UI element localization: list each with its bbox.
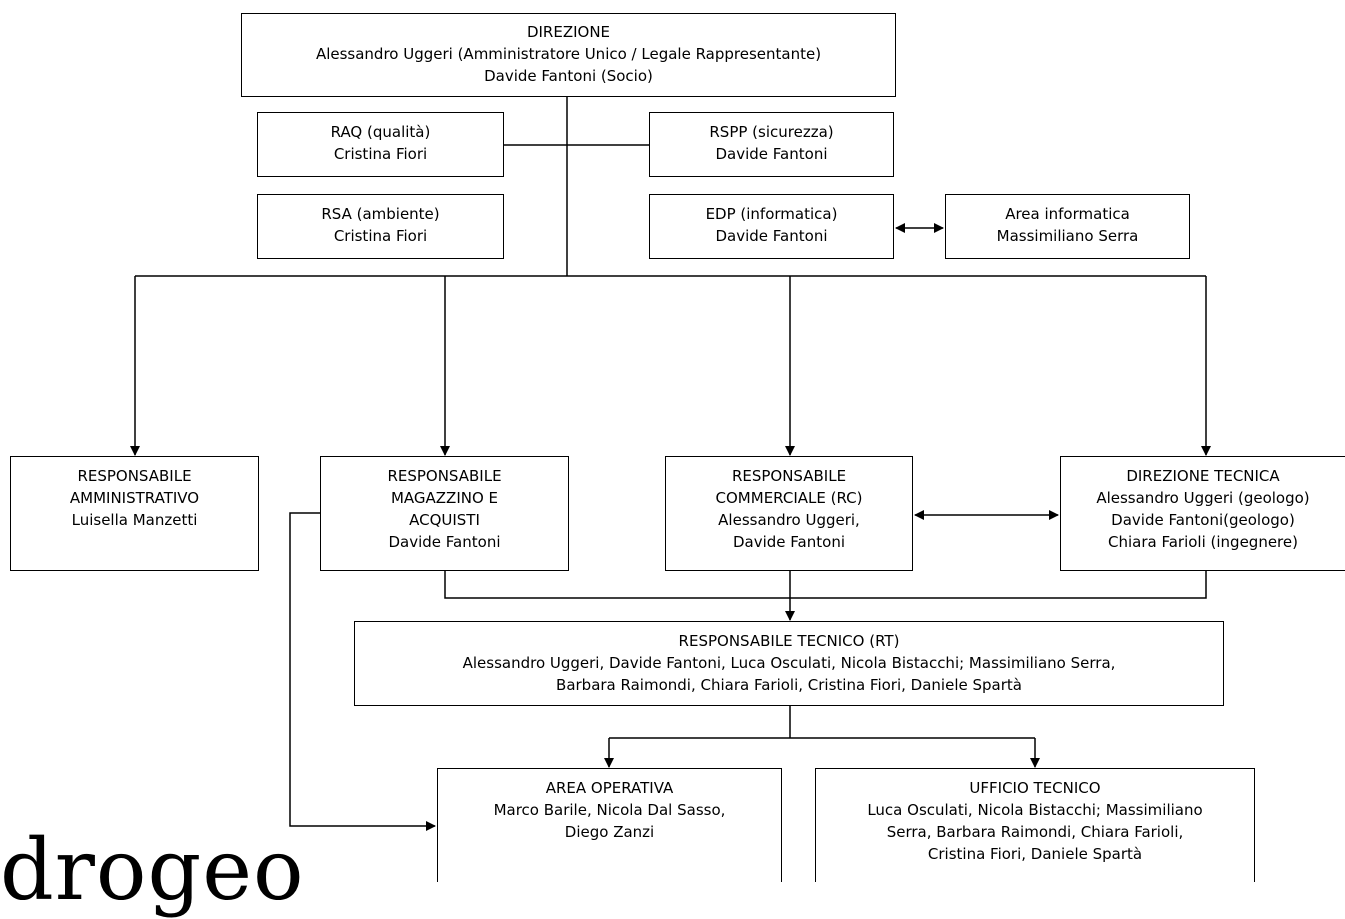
box-person: Alessandro Uggeri (Amministratore Unico … <box>315 45 822 63</box>
box-person: Cristina Fiori <box>333 145 428 163</box>
box-person: Alessandro Uggeri, Davide Fantoni, Luca … <box>462 654 1116 672</box>
box-edp: EDP (informatica) Davide Fantoni <box>649 194 894 259</box>
box-title: COMMERCIALE (RC) <box>715 489 863 507</box>
box-title: RSA (ambiente) <box>321 205 440 223</box>
box-title: DIREZIONE TECNICA <box>1126 467 1280 485</box>
box-title: RSPP (sicurezza) <box>709 123 834 141</box>
box-person: Serra, Barbara Raimondi, Chiara Farioli, <box>886 823 1184 841</box>
box-title: DIREZIONE <box>526 23 611 41</box>
box-person: Diego Zanzi <box>564 823 655 841</box>
box-person: Alessandro Uggeri, <box>718 511 860 529</box>
box-person: Cristina Fiori, Daniele Spartà <box>927 845 1143 863</box>
box-title: RESPONSABILE <box>731 467 847 485</box>
box-ufficio-tecnico: UFFICIO TECNICO Luca Osculati, Nicola Bi… <box>815 768 1255 882</box>
box-person: Davide Fantoni <box>715 227 828 245</box>
box-responsabile-tecnico: RESPONSABILE TECNICO (RT) Alessandro Ugg… <box>354 621 1224 706</box>
box-title: EDP (informatica) <box>705 205 838 223</box>
box-person: Luca Osculati, Nicola Bistacchi; Massimi… <box>867 801 1203 819</box>
box-title: RESPONSABILE <box>77 467 192 485</box>
connector-lines <box>130 97 1211 831</box>
box-title: AREA OPERATIVA <box>545 779 674 797</box>
box-responsabile-magazzino: RESPONSABILE MAGAZZINO E ACQUISTI Davide… <box>320 456 569 571</box>
box-direzione-tecnica: DIREZIONE TECNICA Alessandro Uggeri (geo… <box>1060 456 1345 571</box>
box-rsa: RSA (ambiente) Cristina Fiori <box>257 194 504 259</box>
box-person: Luisella Manzetti <box>71 511 198 529</box>
box-title: UFFICIO TECNICO <box>969 779 1101 797</box>
box-title: Area informatica <box>1005 205 1130 223</box>
box-area-informatica: Area informatica Massimiliano Serra <box>945 194 1190 259</box>
box-person: Davide Fantoni <box>733 533 845 551</box>
box-person: Barbara Raimondi, Chiara Farioli, Cristi… <box>556 676 1022 694</box>
box-person: Alessandro Uggeri (geologo) <box>1096 489 1310 507</box>
box-title: ACQUISTI <box>409 511 480 529</box>
box-person: Davide Fantoni (Socio) <box>484 67 653 85</box>
box-raq: RAQ (qualità) Cristina Fiori <box>257 112 504 177</box>
box-person: Davide Fantoni(geologo) <box>1111 511 1295 529</box>
logo-watermark-text: drogeo <box>0 821 305 919</box>
box-title: RESPONSABILE TECNICO (RT) <box>678 632 900 650</box>
bottom-bus <box>444 571 1207 599</box>
box-responsabile-amministrativo: RESPONSABILE AMMINISTRATIVO Luisella Man… <box>10 456 259 571</box>
box-title: MAGAZZINO E <box>390 489 499 507</box>
magazzino-to-operativa-arrow <box>289 512 436 831</box>
box-person: Marco Barile, Nicola Dal Sasso, <box>493 801 726 819</box>
box-direzione: DIREZIONE Alessandro Uggeri (Amministrat… <box>241 13 896 97</box>
box-person: Davide Fantoni <box>388 533 501 551</box>
box-rspp: RSPP (sicurezza) Davide Fantoni <box>649 112 894 177</box>
box-person: Davide Fantoni <box>715 145 828 163</box>
box-area-operativa: AREA OPERATIVA Marco Barile, Nicola Dal … <box>437 768 782 882</box>
box-title: AMMINISTRATIVO <box>69 489 200 507</box>
box-person: Massimiliano Serra <box>996 227 1139 245</box>
box-person: Chiara Farioli (ingegnere) <box>1108 533 1298 551</box>
box-title: RESPONSABILE <box>387 467 502 485</box>
box-person: Cristina Fiori <box>333 227 428 245</box>
box-title: RAQ (qualità) <box>330 123 431 141</box>
box-responsabile-commerciale: RESPONSABILE COMMERCIALE (RC) Alessandro… <box>665 456 913 571</box>
